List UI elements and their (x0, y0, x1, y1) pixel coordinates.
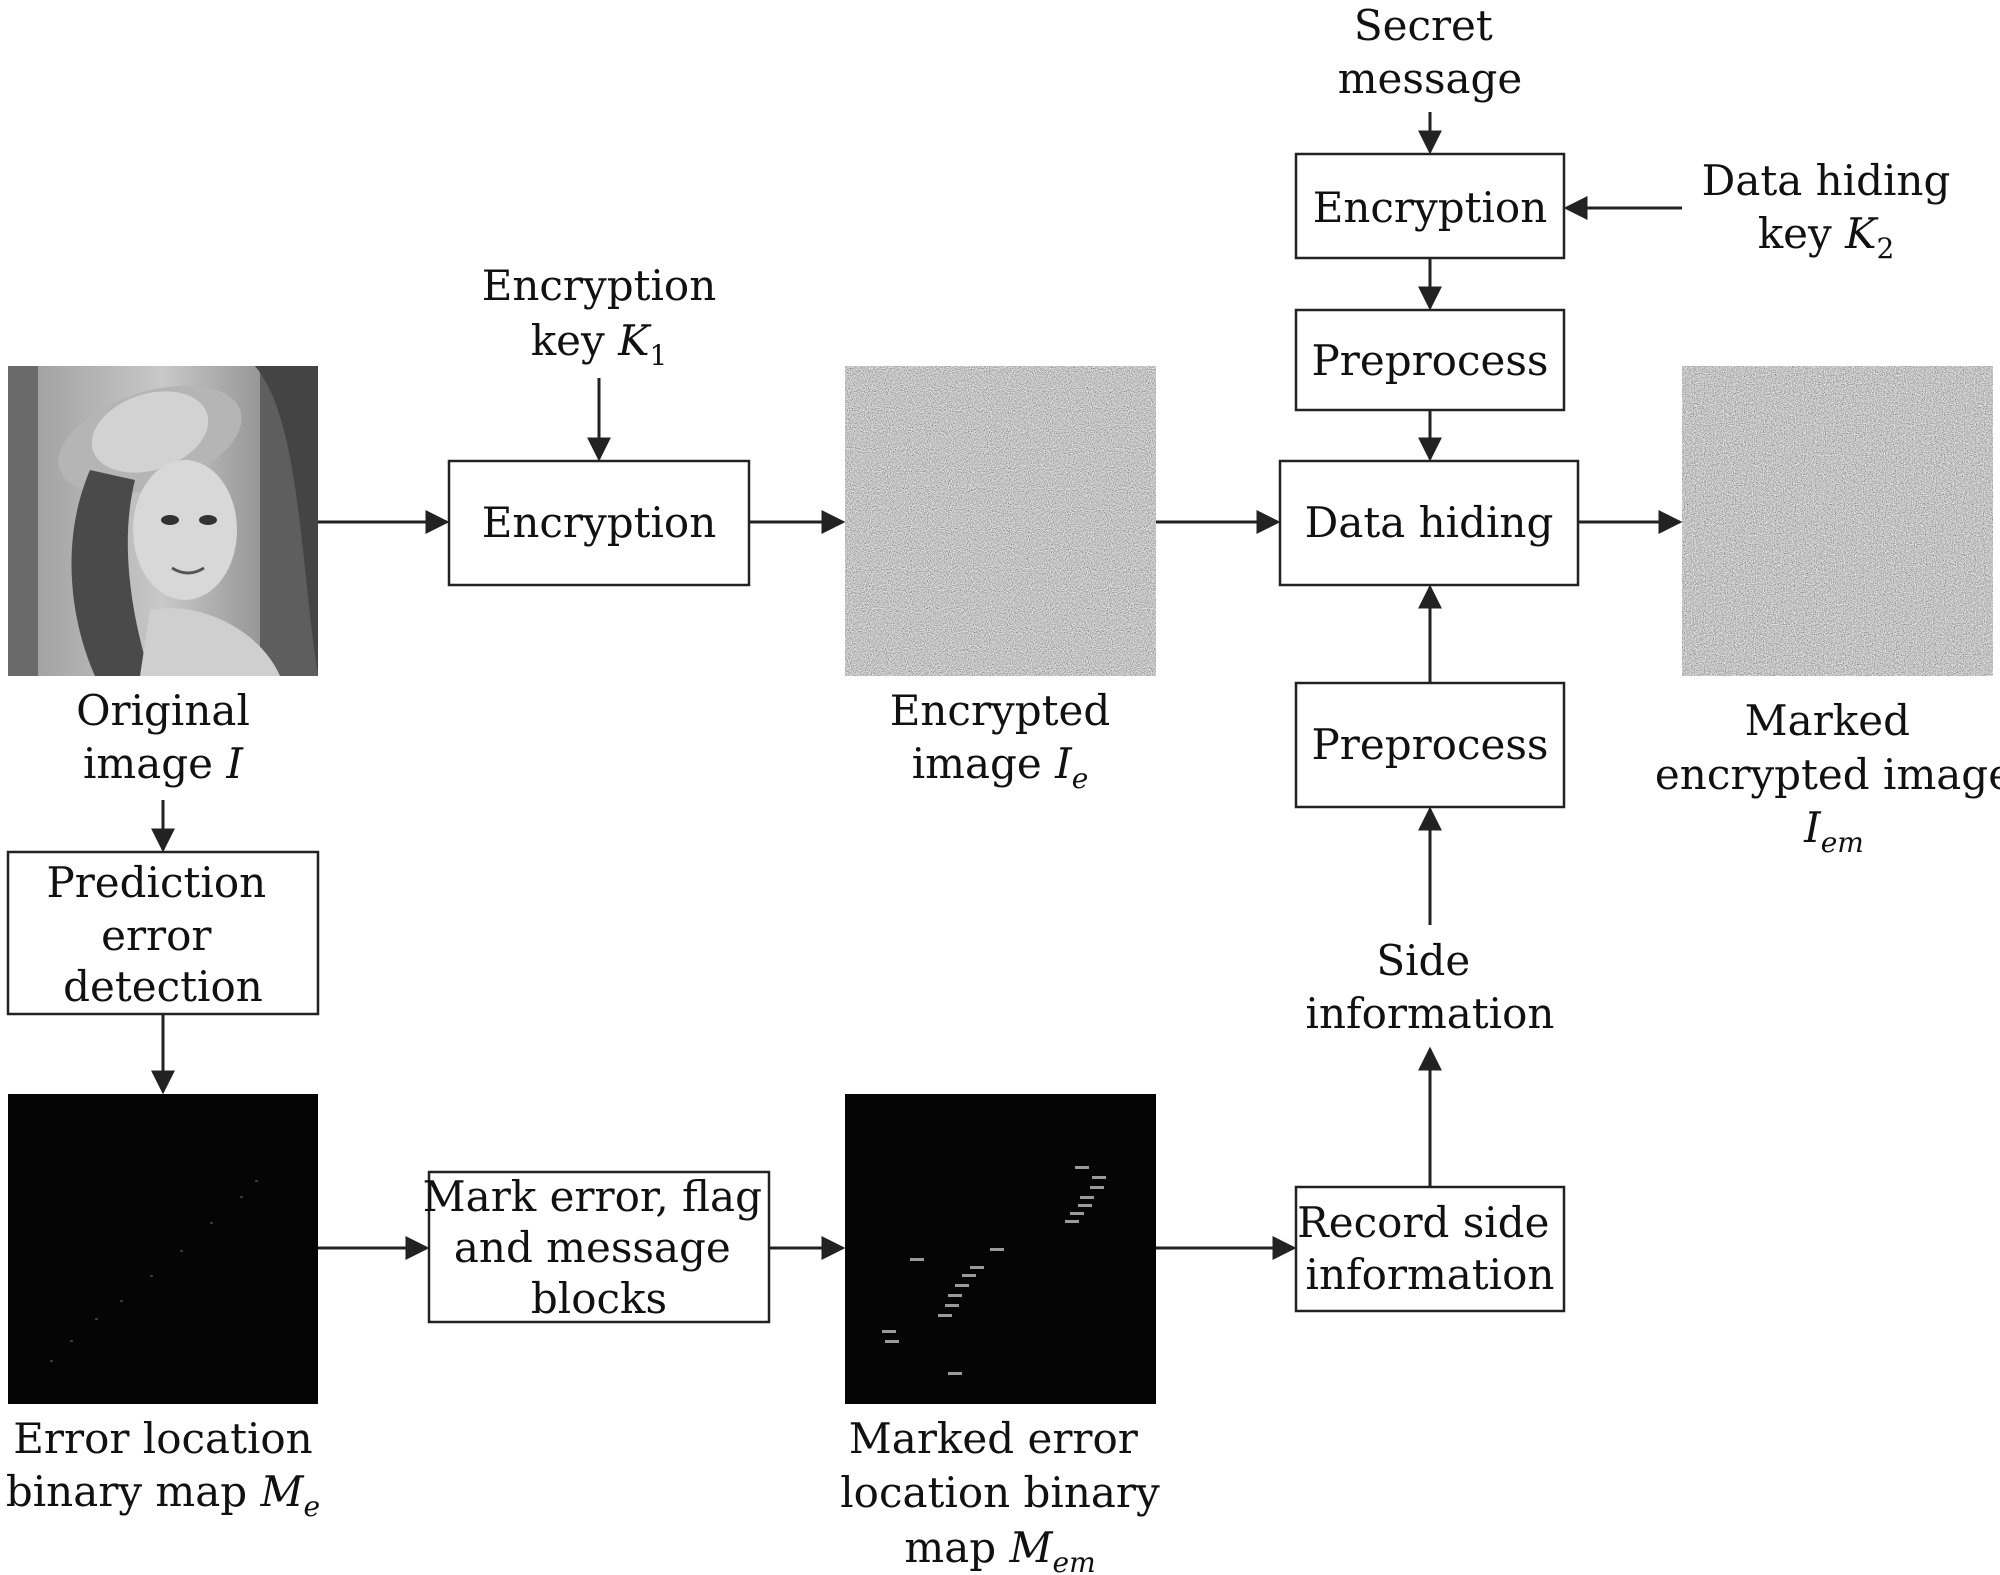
preprocess-top-label: Preprocess (1312, 336, 1549, 385)
mark-blocks-box (427, 1170, 771, 1324)
mark-blocks-label: Mark error, flag and message blocks (423, 1172, 776, 1323)
data-hiding-key-label: Data hiding (1702, 156, 1951, 205)
side-information-label: Side information (1306, 936, 1555, 1038)
encrypted-image-caption-line2: image Ie (912, 739, 1089, 795)
original-image-caption-line2: image I (83, 739, 244, 788)
marked-encrypted-image (1682, 366, 1993, 676)
encrypted-image-caption: Encrypted (890, 686, 1111, 735)
message-encryption-box-label: Encryption (1313, 183, 1548, 232)
encryption-key-label: Encryption (482, 261, 717, 310)
error-map-caption: Error location (13, 1414, 312, 1463)
secret-message-label: Secret message (1338, 1, 1523, 103)
marked-encrypted-caption-symbol: Iem (1803, 803, 1864, 859)
marked-encrypted-caption: Marked encrypted image (1655, 696, 2000, 799)
preprocess-top-box (1294, 308, 1566, 412)
marked-error-location-map-image (845, 1094, 1156, 1404)
data-hiding-label: Data hiding (1305, 498, 1554, 547)
marked-error-map-caption-line3: map Mem (904, 1523, 1095, 1575)
marked-error-map-caption: Marked error location binary (840, 1414, 1160, 1517)
preprocess-side-label: Preprocess (1312, 720, 1549, 769)
prediction-error-label: Prediction error detection (46, 858, 279, 1011)
record-side-label: Record side information (1297, 1198, 1563, 1299)
encryption-key-symbol: key K1 (531, 316, 668, 372)
encryption-box (447, 459, 751, 587)
original-image-caption: Original (76, 686, 250, 735)
error-map-caption-line2: binary map Me (6, 1467, 320, 1523)
encryption-box-label: Encryption (482, 498, 717, 547)
encrypted-image (845, 366, 1156, 676)
data-hiding-key-symbol: key K2 (1758, 209, 1895, 265)
original-image (8, 366, 318, 676)
error-location-map-image (8, 1094, 318, 1404)
record-side-box (1294, 1185, 1566, 1313)
